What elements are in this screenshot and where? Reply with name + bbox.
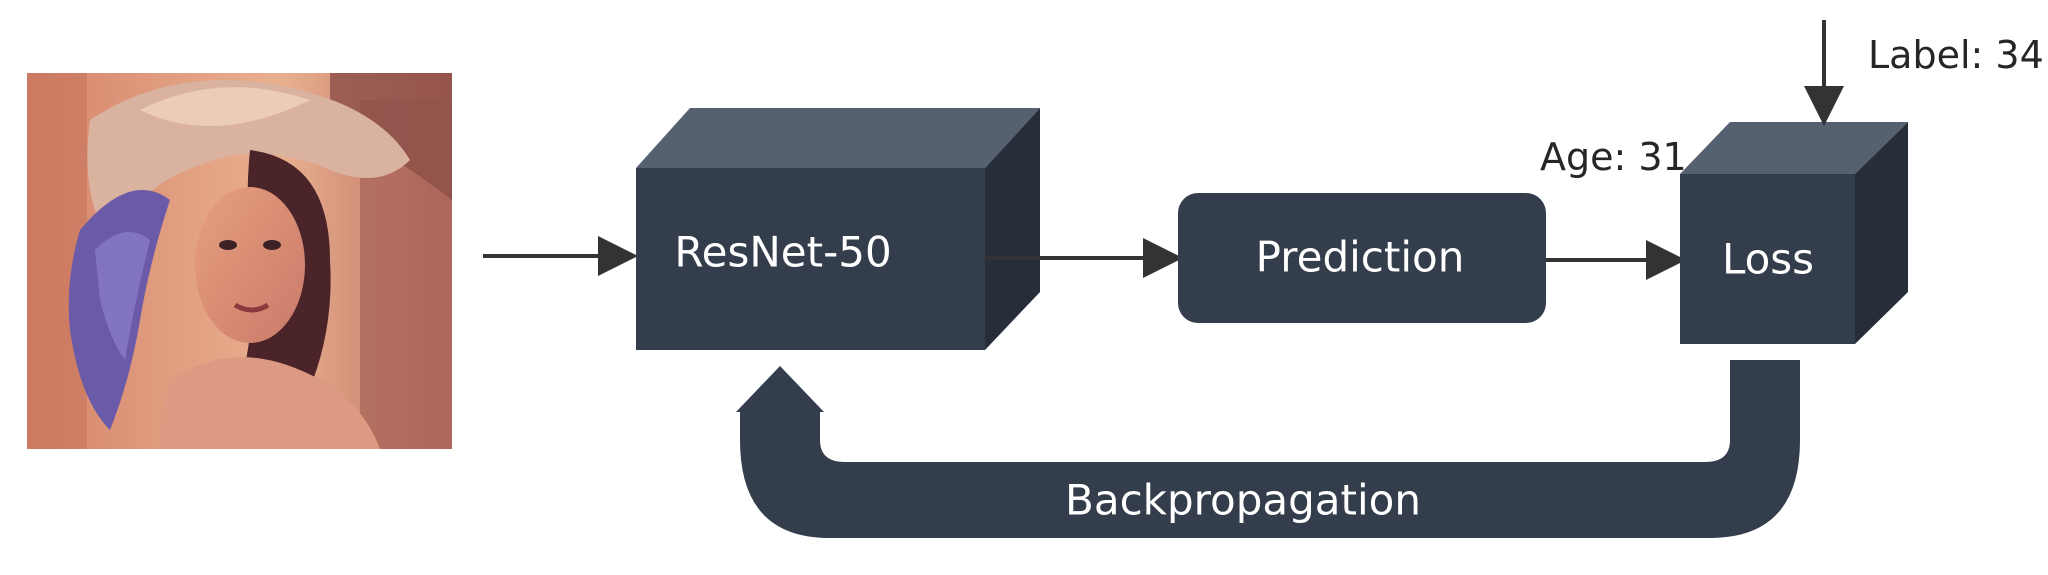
loss-label: Loss: [1722, 235, 1814, 284]
prediction-label: Prediction: [1256, 233, 1465, 282]
backpropagation-arrow: [736, 360, 1800, 538]
loss-block: [1680, 122, 1908, 344]
age-prediction-label: Age: 31: [1540, 135, 1687, 179]
input-photo: [27, 73, 452, 449]
backpropagation-label: Backpropagation: [1065, 476, 1421, 525]
resnet-50-block: [636, 108, 1040, 350]
prediction-box: [1178, 193, 1546, 323]
resnet-50-label: ResNet-50: [674, 228, 891, 277]
true-label: Label: 34: [1868, 33, 2044, 77]
